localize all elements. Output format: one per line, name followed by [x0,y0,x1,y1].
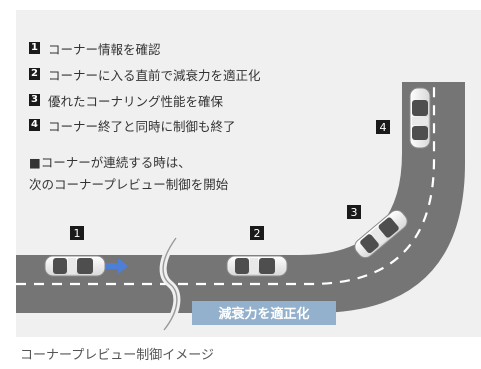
direction-arrow [106,258,128,274]
marker-3: 3 [347,205,361,219]
marker-3-label: 3 [351,206,358,219]
car-1 [44,255,106,277]
legend-text-1: コーナー情報を確認 [48,41,161,57]
legend-number-1: 1 [29,42,40,54]
legend-number-2: 2 [29,68,40,80]
legend-item-1: 1 コーナー情報を確認 [29,40,161,57]
legend-text-4: コーナー終了と同時に制御も終了 [48,118,236,134]
road-centerline [16,82,436,286]
car-2 [226,255,288,277]
diagram-caption: コーナープレビュー制御イメージ [20,348,214,363]
legend-text-3: 優れたコーナリング性能を確保 [48,93,224,109]
car-3 [354,209,408,259]
marker-4: 4 [376,120,390,134]
car-4 [409,87,431,149]
road-break-line [162,237,178,331]
damping-banner-text: 減衰力を適正化 [218,306,309,322]
road-surface [16,82,465,313]
marker-2: 2 [250,226,264,240]
legend-item-2: 2 コーナーに入る直前で減衰力を適正化 [29,66,261,83]
marker-4-label: 4 [380,121,387,134]
note-line-2: 次のコーナープレビュー制御を開始 [29,177,229,192]
damping-banner: 減衰力を適正化 [192,301,336,325]
legend-item-4: 4 コーナー終了と同時に制御も終了 [29,117,236,134]
marker-1: 1 [70,226,84,240]
legend-text-2: コーナーに入る直前で減衰力を適正化 [48,67,261,83]
marker-1-label: 1 [74,227,81,240]
legend-item-3: 3 優れたコーナリング性能を確保 [29,92,224,109]
legend-number-4: 4 [29,119,40,131]
legend-number-3: 3 [29,94,40,106]
marker-2-label: 2 [254,227,261,240]
note-line-1: ■コーナーが連続する時は、 [29,155,191,170]
